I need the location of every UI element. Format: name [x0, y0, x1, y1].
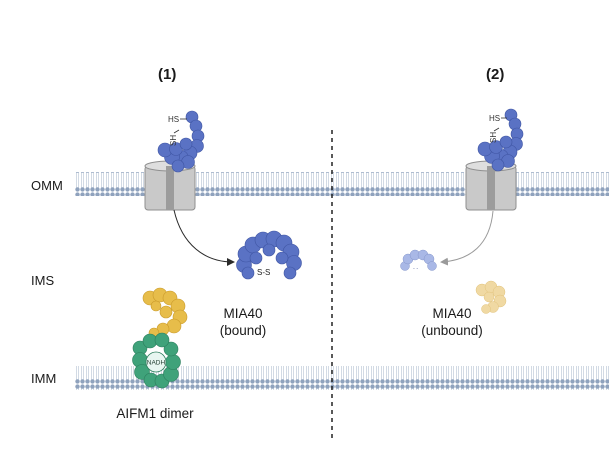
tom-pore-icon — [465, 160, 517, 211]
disulfide-label: S-S — [257, 268, 270, 277]
mia40-icon — [400, 249, 437, 271]
panel-2-label: (2) — [486, 66, 505, 83]
mia40-bound-caption: MIA40 (bound) — [198, 305, 288, 339]
imm-label: IMM — [31, 371, 57, 386]
omm-label: OMM — [31, 178, 63, 193]
disulfide-label-2: - - — [413, 266, 418, 272]
arrow-icon — [440, 210, 494, 266]
nadh-label: NADH — [147, 360, 166, 367]
mia40-bound-state: (bound) — [219, 323, 267, 338]
substrate-protein-icon — [157, 110, 205, 173]
arrow-icon — [173, 209, 235, 266]
substrate-protein-icon — [477, 108, 524, 172]
ims-label: IMS — [31, 273, 55, 288]
panel-1-label: (1) — [158, 66, 177, 83]
thiol-side-2: SH — [489, 132, 498, 143]
aifm1-dimer-label: AIFM1 dimer — [116, 406, 194, 421]
mia40-unbound-caption: MIA40 (unbound) — [404, 305, 500, 339]
mia40-unbound-name: MIA40 — [432, 306, 472, 321]
thiol-side-1: SH — [169, 135, 178, 146]
mia40-icon — [236, 230, 302, 280]
mia40-bound-name: MIA40 — [223, 306, 263, 321]
aifm1-icon — [475, 280, 507, 314]
mia40-unbound-state: (unbound) — [421, 323, 483, 338]
thiol-top-1: HS — [168, 115, 179, 124]
thiol-top-2: HS — [489, 114, 500, 123]
aifm1-icon — [132, 287, 188, 389]
